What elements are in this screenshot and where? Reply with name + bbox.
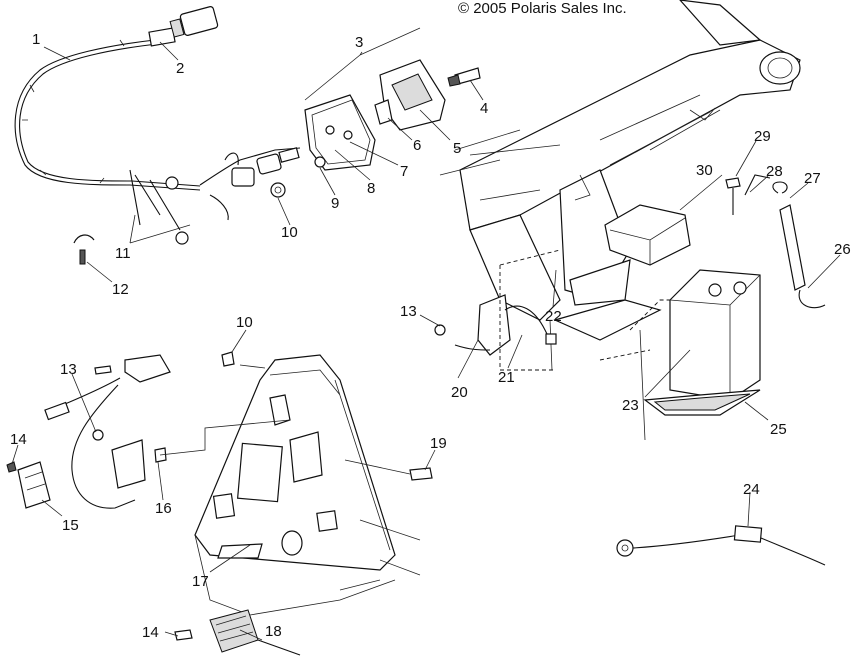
callout-2: 2	[176, 60, 184, 77]
callout-25: 25	[770, 421, 787, 438]
battery-area	[434, 174, 826, 416]
callout-10-upper: 10	[281, 224, 298, 241]
callout-9: 9	[331, 195, 339, 212]
leader-lines	[11, 27, 841, 641]
callout-11: 11	[115, 245, 131, 262]
callout-6: 6	[413, 137, 421, 154]
callout-14-upper: 14	[10, 431, 27, 448]
callout-12: 12	[112, 281, 129, 298]
callout-20: 20	[451, 384, 468, 401]
callout-17: 17	[192, 573, 209, 590]
callout-10-lower: 10	[236, 314, 253, 331]
tail-light-assembly	[270, 59, 481, 198]
chassis-frame	[439, 0, 801, 441]
callout-3: 3	[355, 34, 363, 51]
callout-1: 1	[32, 31, 40, 48]
ecu-bracket-plate	[6, 351, 433, 656]
callout-16: 16	[155, 500, 172, 517]
callout-4: 4	[480, 100, 488, 117]
wiring-harness	[14, 6, 301, 265]
callout-30: 30	[696, 162, 713, 179]
callout-7: 7	[400, 163, 408, 180]
callout-14-lower: 14	[142, 624, 159, 641]
callout-13-upper: 13	[400, 303, 417, 320]
callout-26: 26	[834, 241, 851, 258]
callout-21: 21	[498, 369, 515, 386]
callout-5: 5	[453, 140, 461, 157]
callout-24: 24	[743, 481, 760, 498]
cable-24	[616, 525, 826, 566]
callout-23: 23	[622, 397, 639, 414]
callout-18: 18	[265, 623, 282, 640]
callout-labels: 1 2 3 4 5 6 7 8 9 10 11 12 13 20 21 22 2…	[10, 31, 851, 641]
callout-22: 22	[545, 308, 562, 325]
callout-13-lower: 13	[60, 361, 77, 378]
callout-19: 19	[430, 435, 447, 452]
callout-28: 28	[766, 163, 783, 180]
copyright-notice: © 2005 Polaris Sales Inc.	[458, 0, 627, 17]
callout-29: 29	[754, 128, 771, 145]
callout-27: 27	[804, 170, 821, 187]
callout-8: 8	[367, 180, 375, 197]
callout-15: 15	[62, 517, 79, 534]
